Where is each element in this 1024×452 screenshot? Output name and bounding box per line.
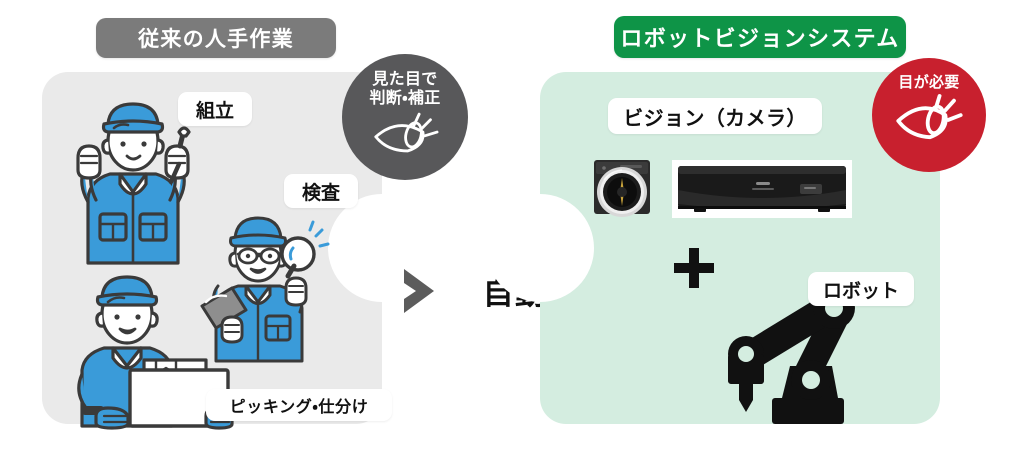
label-robot: ロボット [808,272,914,306]
robot-vision-panel-notch [486,194,594,302]
manual-work-badge-text: 見た目で 判断・補正 [369,54,440,109]
controller-device-image [672,160,852,218]
worker-assembly-illustration [58,88,208,265]
label-assembly: 組立 [178,92,252,126]
camera-device-image [584,156,664,222]
plus-icon [672,246,716,290]
robot-vision-badge: 目が必要 [872,58,986,172]
label-picking: ピッキング・仕分け [206,389,392,421]
manual-work-badge-line2: 判断・補正 [369,89,441,107]
label-inspection: 検査 [284,174,358,208]
worker-picking-illustration [56,266,236,430]
manual-work-badge: 見た目で 判断・補正 [342,54,468,180]
robot-vision-header: ロボットビジョンシステム [614,16,906,58]
automation-arrow-left [398,266,440,316]
eye-icon [895,93,963,142]
manual-work-header: 従来の人手作業 [96,18,336,58]
eye-icon [372,111,439,155]
robot-vision-badge-text: 目が必要 [898,58,959,92]
manual-work-badge-line1: 見た目で [372,71,438,88]
label-vision-camera: ビジョン（カメラ） [608,98,822,134]
robot-arm-illustration [684,270,874,424]
robot-vision-badge-line1: 目が必要 [898,74,960,91]
worker-inspection-illustration [194,196,330,363]
